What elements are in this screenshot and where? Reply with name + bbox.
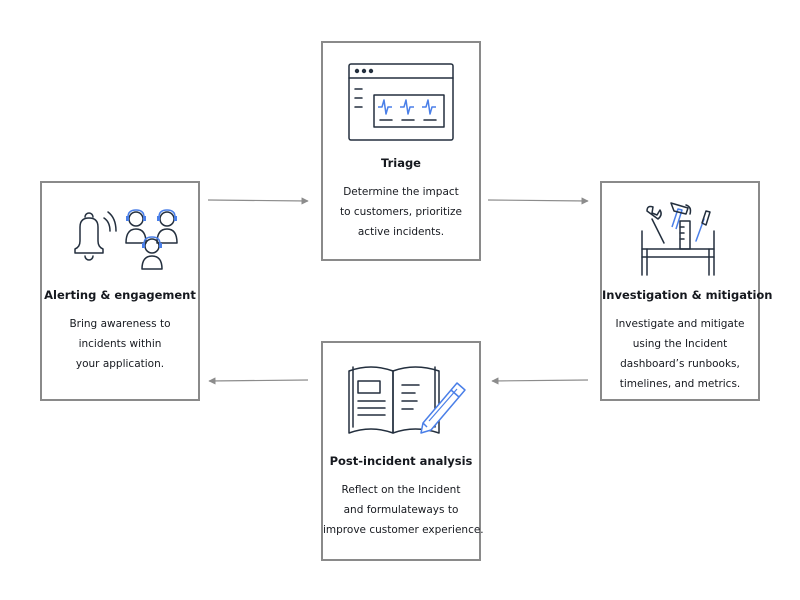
triage-card: Triage Determine the impact to customers…: [321, 41, 481, 261]
arrow-alerting-to-triage: [207, 197, 309, 205]
arrow-analysis-to-alerting: [208, 377, 309, 385]
dashboard-monitor-icon: [348, 63, 454, 141]
card-title: Investigation & mitigation: [602, 288, 773, 302]
bell-and-responders-icon: [74, 209, 178, 270]
arrow-triage-to-investigation: [487, 197, 589, 205]
card-description: Determine the impact to customers, prior…: [339, 186, 463, 238]
card-title: Alerting & engagement: [44, 288, 196, 302]
card-title: Triage: [381, 156, 421, 170]
card-description: Reflect on the Incident and formulateway…: [323, 484, 484, 536]
notebook-pencil-icon: [348, 366, 466, 434]
card-description: Investigate and mitigate using the Incid…: [615, 318, 745, 390]
toolbox-icon: [641, 202, 715, 276]
card-title: Post-incident analysis: [329, 454, 473, 468]
arrow-investigation-to-analysis: [491, 377, 589, 385]
card-description: Bring awareness to incidents within your…: [69, 318, 171, 370]
alerting-card: Alerting & engagement Bring awareness to…: [40, 181, 200, 401]
investigation-card: Investigation & mitigation Investigate a…: [600, 181, 773, 401]
analysis-card: Post-incident analysis Reflect on the In…: [321, 341, 484, 561]
